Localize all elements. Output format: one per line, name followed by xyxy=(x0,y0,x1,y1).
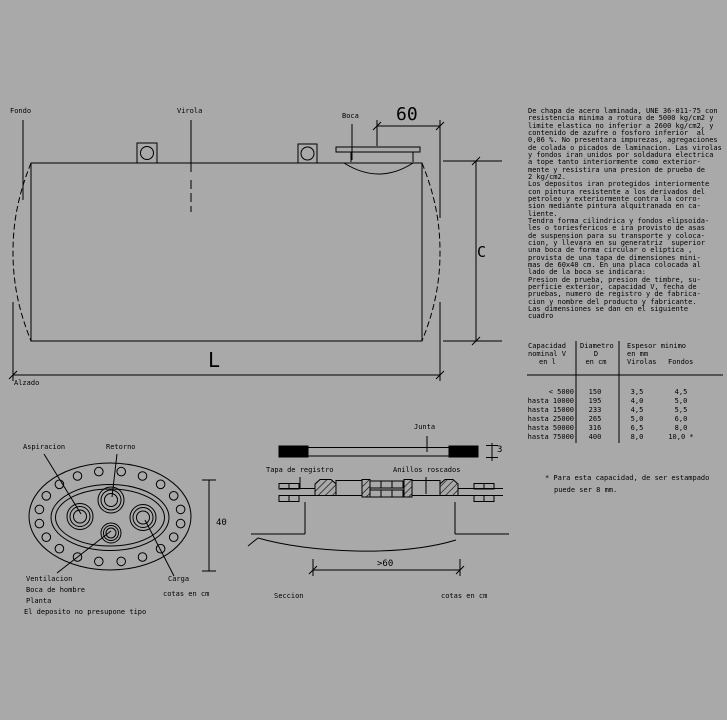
cell-vir-1: 4,0 xyxy=(630,397,644,405)
caption-planta: Planta xyxy=(26,597,52,605)
th-diametro-2: D xyxy=(593,350,599,358)
dim-text-c: C xyxy=(477,243,487,261)
dim-text-l: L xyxy=(208,348,221,372)
label-anillos: Anillos roscados xyxy=(393,466,461,474)
dim-text-3: 3 xyxy=(497,445,503,455)
table-footnote-2: puede ser 8 mm. xyxy=(554,486,618,494)
label-carga: Carga xyxy=(168,575,190,583)
label-boca-hombre: Boca de hombre xyxy=(26,586,86,594)
dim-3 xyxy=(486,443,498,461)
cell-vir-5: 8,0 xyxy=(630,433,644,441)
label-aspiracion: Aspiracion xyxy=(23,443,66,451)
cell-dia-4: 316 xyxy=(588,424,602,432)
label-boca: Boca xyxy=(342,112,359,120)
th-virolas: Virolas xyxy=(627,358,657,366)
cell-vir-3: 5,0 xyxy=(630,415,644,423)
cell-dia-0: 150 xyxy=(588,388,602,396)
flange-inner-oval xyxy=(50,484,170,551)
th-capacidad-1: Capacidad xyxy=(528,342,566,350)
th-capacidad-3: en l xyxy=(539,358,556,366)
fitting-retorno xyxy=(97,486,125,514)
leader-carga xyxy=(144,519,175,577)
th-espesor-2: en mm xyxy=(627,350,649,358)
flange-plates xyxy=(278,483,503,502)
table-footnote-1: * Para esta capacidad, de ser estampado xyxy=(545,474,710,482)
cell-dia-5: 400 xyxy=(588,433,602,441)
elevation-view xyxy=(8,120,502,381)
tank-shell xyxy=(30,162,423,342)
cell-dia-1: 195 xyxy=(588,397,602,405)
fitting-carga xyxy=(129,504,157,531)
dim-text-40: 40 xyxy=(216,518,227,528)
cell-cap-1: hasta 10000 xyxy=(527,397,574,405)
tank-head-right xyxy=(421,162,441,342)
dim-text-gt60: >60 xyxy=(377,559,394,569)
label-junta: Junta xyxy=(414,423,436,431)
dim-40 xyxy=(202,479,216,572)
leader-ventilacion xyxy=(56,530,112,574)
caption-alzado: Alzado xyxy=(14,379,40,387)
spec-paragraph: De chapa de acero laminada, UNE 36-011-7… xyxy=(528,107,722,321)
anillos-roscados-section xyxy=(314,479,459,498)
cell-cap-5: hasta 75000 xyxy=(527,433,574,441)
tapa-registro-section xyxy=(335,480,363,496)
bolt-holes xyxy=(34,466,186,567)
cell-fon-0: 4,5 xyxy=(674,388,688,396)
dim-l xyxy=(8,302,445,381)
caption-seccion: Seccion xyxy=(274,592,304,600)
th-fondos: Fondos xyxy=(668,358,694,366)
cell-cap-0: < 5000 xyxy=(548,388,574,396)
cell-vir-0: 3,5 xyxy=(630,388,644,396)
dim-60 xyxy=(372,120,445,218)
dim-text-60: 60 xyxy=(396,104,418,125)
flange-outer-oval xyxy=(28,462,192,571)
label-virola: Virola xyxy=(177,107,203,115)
shell-section xyxy=(247,502,509,552)
leader-retorno xyxy=(111,453,118,498)
cell-cap-4: hasta 50000 xyxy=(527,424,574,432)
section-view xyxy=(247,436,509,576)
cell-cap-2: hasta 15000 xyxy=(527,406,574,414)
label-fondo: Fondo xyxy=(10,107,32,115)
cell-fon-3: 6,0 xyxy=(674,415,688,423)
label-tapa: Tapa de registro xyxy=(266,466,334,474)
label-retorno: Retorno xyxy=(106,443,136,451)
th-espesor-1: Espesor minimo xyxy=(627,342,687,350)
lifting-lug-right xyxy=(297,143,318,164)
table-rules xyxy=(527,341,723,443)
cell-dia-3: 265 xyxy=(588,415,602,423)
tank-head-left xyxy=(12,162,32,342)
manhole-elevation xyxy=(335,146,421,175)
cell-cap-3: hasta 25000 xyxy=(527,415,574,423)
flange-inner-oval-2 xyxy=(55,488,165,547)
th-diametro-3: en cm xyxy=(585,358,607,366)
cell-fon-4: 8,0 xyxy=(674,424,688,432)
cell-fon-5: 10,0 * xyxy=(668,433,694,441)
cell-vir-4: 6,5 xyxy=(630,424,644,432)
units-section: cotas en cm xyxy=(441,592,488,600)
fitting-aspiracion xyxy=(66,503,94,530)
lifting-lug-left xyxy=(136,142,158,164)
fitting-ventilacion xyxy=(100,522,122,544)
note-deposito: El deposito no presupone tipo xyxy=(24,608,147,616)
dim-c xyxy=(443,156,502,346)
cell-vir-2: 4,5 xyxy=(630,406,644,414)
plan-view xyxy=(28,453,216,577)
label-ventilacion: Ventilacion xyxy=(26,575,73,583)
leader-aspiracion xyxy=(43,453,82,515)
dim-gt60 xyxy=(308,559,465,576)
cell-fon-1: 5,0 xyxy=(674,397,688,405)
junta-gasket xyxy=(278,445,479,458)
units-plan: cotas en cm xyxy=(163,590,210,598)
th-diametro-1: Diametro xyxy=(580,342,614,350)
cell-fon-2: 5,5 xyxy=(674,406,688,414)
cell-dia-2: 233 xyxy=(588,406,602,414)
th-capacidad-2: nominal V xyxy=(528,350,566,358)
